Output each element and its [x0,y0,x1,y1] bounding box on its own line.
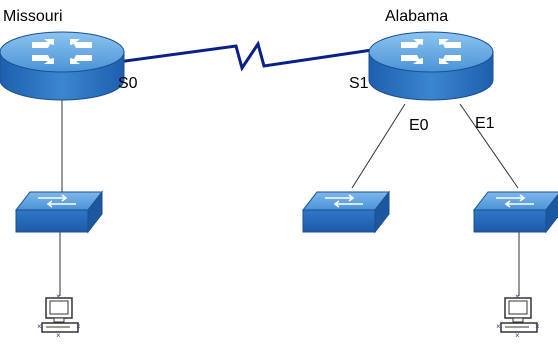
pc-missouri[interactable] [36,291,82,341]
port-label-e0: E0 [409,117,429,134]
alabama-e0-link [351,103,406,189]
pc-alabama[interactable] [495,291,541,341]
router-alabama[interactable] [368,31,494,101]
router-missouri[interactable] [0,31,125,101]
router-label-alabama: Alabama [385,8,448,25]
serial-link [117,40,373,72]
pc-icon [495,291,541,341]
switch-icon [302,191,390,233]
switch-icon [473,191,558,233]
alabama-e1-link [459,103,519,189]
switch-missouri-lan[interactable] [15,191,103,233]
switch-alabama-e0[interactable] [302,191,390,233]
switch-icon [15,191,103,233]
pc-icon [36,291,82,341]
switch-alabama-e1[interactable] [473,191,558,233]
router-icon [368,31,494,101]
port-label-e1: E1 [475,115,495,132]
port-label-s1: S1 [349,75,369,92]
router-icon [0,31,125,101]
port-label-s0: S0 [118,75,138,92]
router-label-missouri: Missouri [3,8,63,25]
